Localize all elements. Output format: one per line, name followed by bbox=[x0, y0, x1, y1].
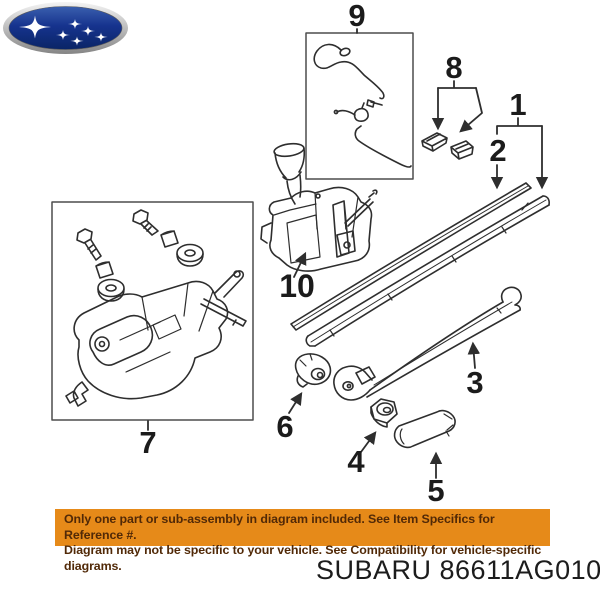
callout-2: 2 bbox=[489, 133, 506, 168]
callout-6: 6 bbox=[276, 409, 293, 444]
pivot-grommet-drawing bbox=[294, 353, 332, 388]
pivot-nut-drawing bbox=[370, 398, 398, 428]
wiper-motor-box-drawing bbox=[51, 201, 254, 421]
logo-field bbox=[8, 6, 123, 50]
washer-reservoir-drawing bbox=[260, 142, 378, 272]
callout-lines bbox=[147, 28, 549, 479]
callout-1: 1 bbox=[509, 87, 526, 122]
wiper-blade-drawing bbox=[290, 182, 550, 347]
callout-3: 3 bbox=[466, 365, 483, 400]
callout-10: 10 bbox=[279, 268, 315, 304]
part-number-text: SUBARU 86611AG010 bbox=[316, 555, 600, 585]
pivot-cap-drawing bbox=[393, 409, 456, 449]
callout-5: 5 bbox=[427, 473, 444, 508]
disclaimer-line-1: Only one part or sub-assembly in diagram… bbox=[64, 512, 495, 542]
arm-clips-drawing bbox=[421, 132, 474, 160]
disclaimer-banner: Only one part or sub-assembly in diagram… bbox=[55, 509, 550, 573]
disclaimer-line-2: Diagram may not be specific to your vehi… bbox=[64, 543, 542, 573]
callout-9: 9 bbox=[348, 0, 365, 33]
callout-7: 7 bbox=[139, 425, 156, 460]
wiper-arm-drawing bbox=[333, 286, 522, 401]
callout-8: 8 bbox=[445, 50, 462, 85]
washer-hose-box-drawing bbox=[305, 32, 414, 180]
callout-labels: 1 2 3 4 5 6 7 8 9 10 bbox=[139, 0, 526, 508]
subaru-logo bbox=[3, 2, 128, 54]
callout-4: 4 bbox=[347, 444, 365, 479]
